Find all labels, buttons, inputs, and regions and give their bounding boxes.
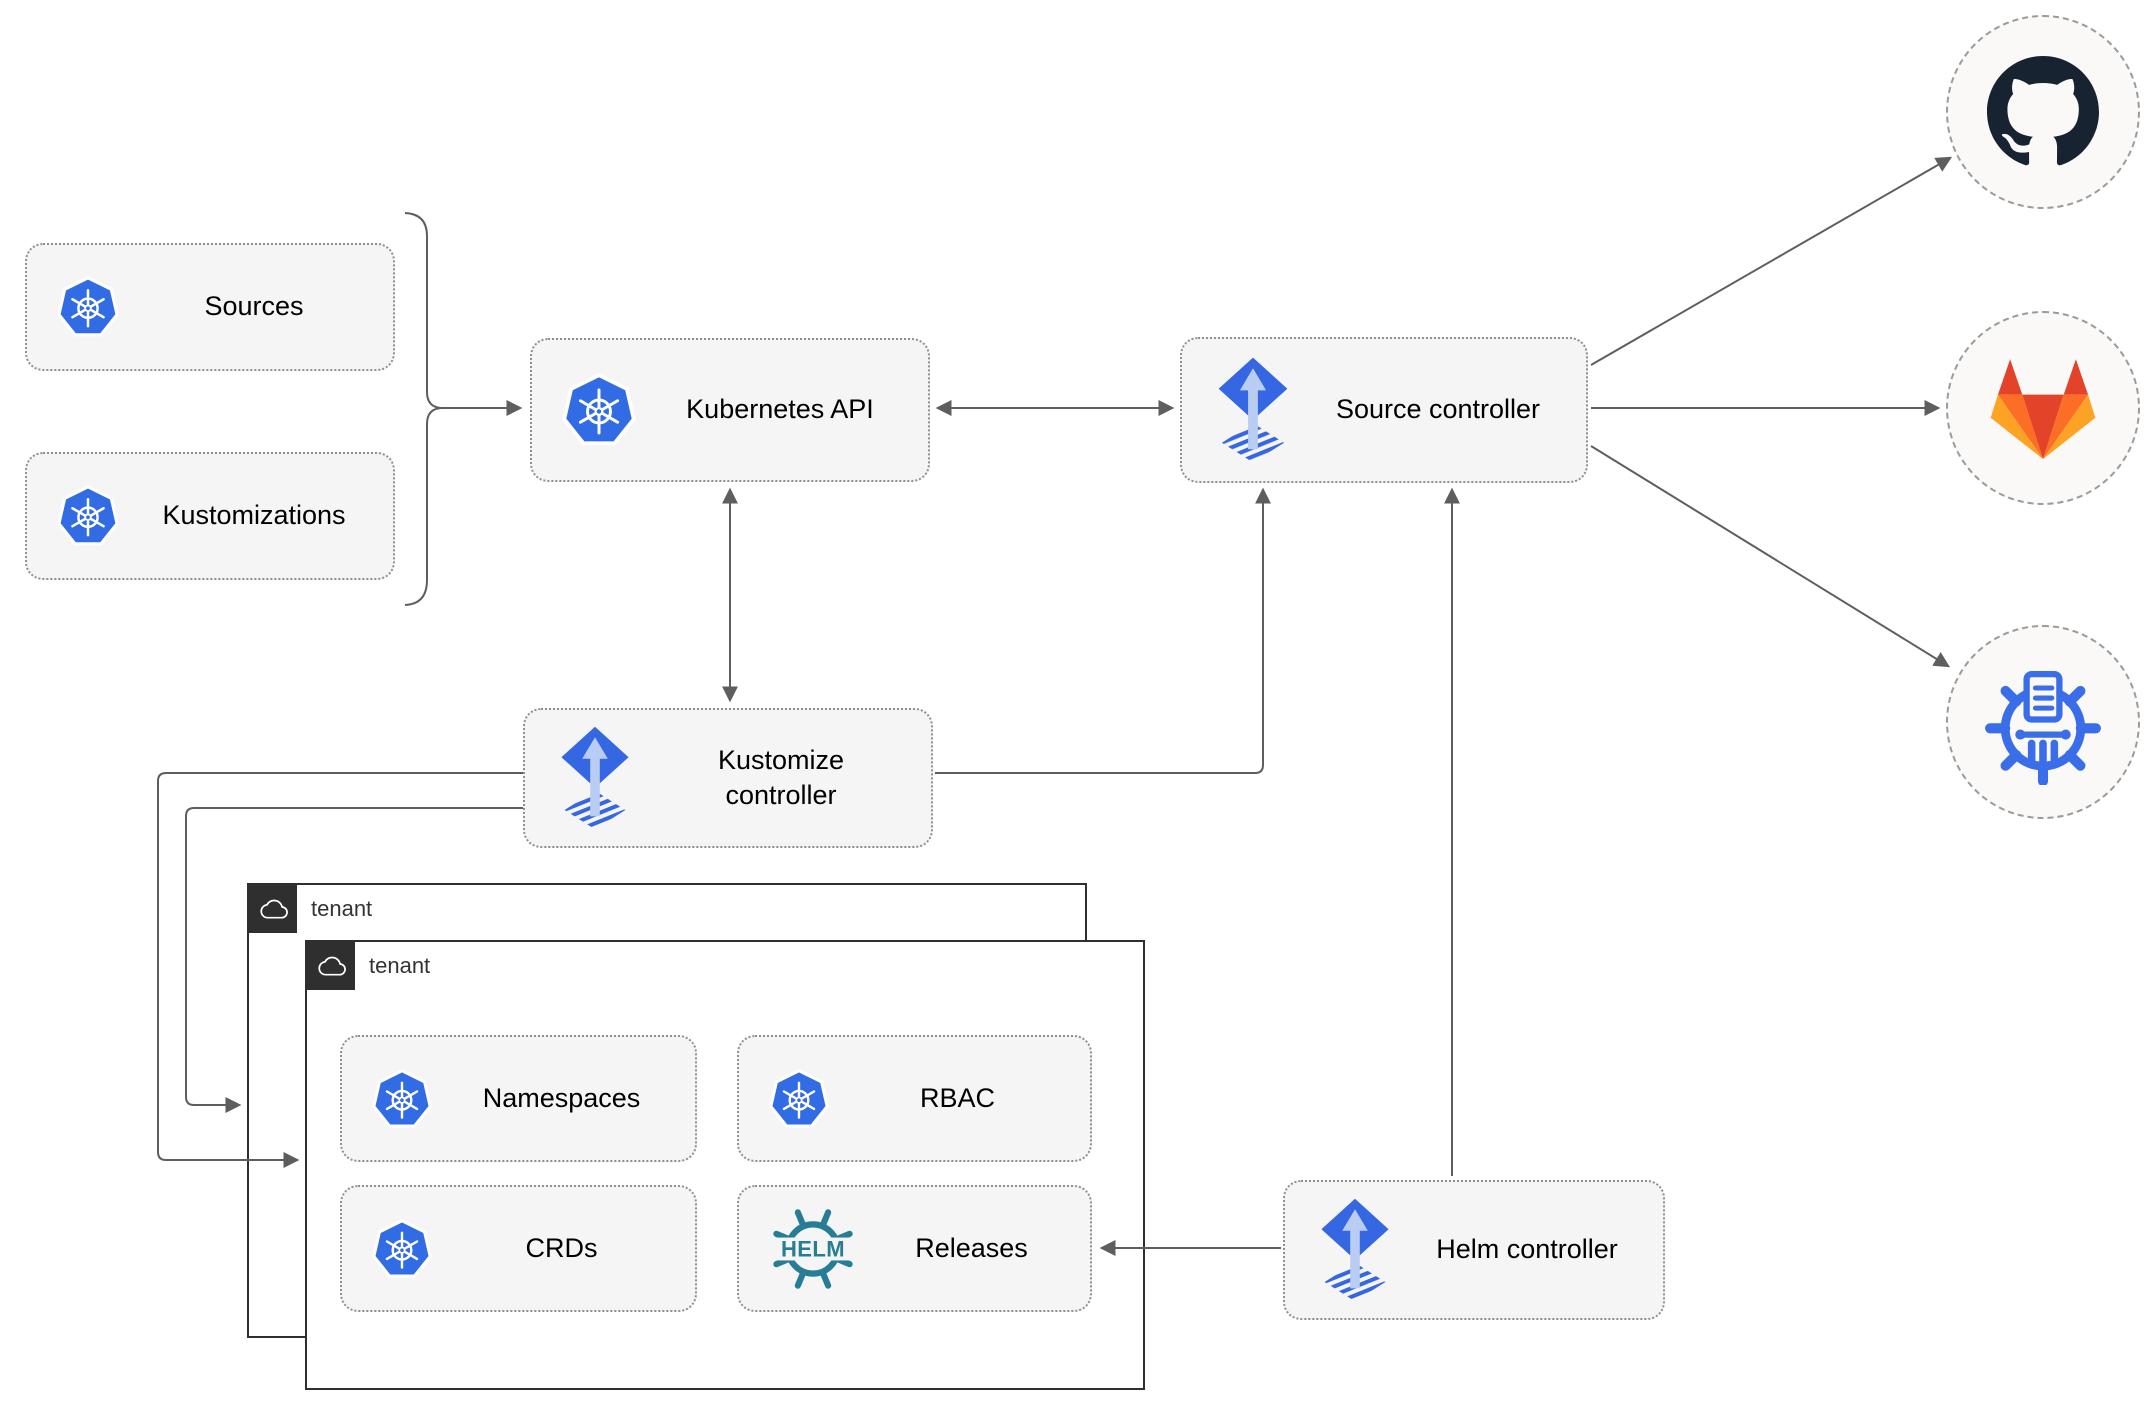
kubernetes-icon (372, 1069, 432, 1129)
kubernetes-icon (372, 1219, 432, 1279)
helm-logo-text: HELM (781, 1236, 845, 1261)
flux-icon (555, 725, 635, 831)
kubernetes-icon (769, 1069, 829, 1129)
tenant-label: tenant (369, 953, 431, 978)
node-rbac: RBAC (737, 1035, 1092, 1162)
node-kustomizations: Kustomizations (25, 452, 395, 580)
node-label: Helm controller (1436, 1234, 1618, 1265)
tenant-tab (247, 883, 297, 933)
kubernetes-icon (57, 276, 119, 338)
node-label: RBAC (919, 1082, 995, 1113)
arrow-source-controller-to-chart-repository (1590, 445, 1951, 668)
external-target-github (1946, 15, 2140, 209)
node-kubernetes-api: Kubernetes API (530, 338, 930, 482)
node-releases: HELM Releases (737, 1185, 1092, 1312)
node-label: Releases (915, 1232, 1028, 1263)
external-target-gitlab (1946, 311, 2140, 505)
chartmuseum-icon (1980, 659, 2106, 785)
node-crds: CRDs (340, 1185, 697, 1312)
cloud-icon (313, 951, 347, 979)
cloud-icon (255, 894, 289, 922)
flux-icon (1212, 356, 1294, 464)
node-helm-controller: Helm controller (1283, 1180, 1665, 1320)
node-label: Kustomize controller (717, 744, 845, 810)
node-label: Kubernetes API (686, 394, 874, 425)
kubernetes-icon (57, 485, 119, 547)
node-label: Source controller (1335, 394, 1541, 425)
node-sources: Sources (25, 243, 395, 371)
flux-icon (1315, 1197, 1395, 1303)
external-target-chart-repository (1946, 625, 2140, 819)
node-label: Namespaces (482, 1082, 641, 1113)
node-source-controller: Source controller (1180, 337, 1588, 483)
tenant-label: tenant (311, 896, 373, 921)
node-label: CRDs (525, 1232, 598, 1263)
node-label: Sources (204, 291, 304, 322)
github-icon (1987, 56, 2099, 168)
node-namespaces: Namespaces (340, 1035, 697, 1162)
helm-icon: HELM (769, 1205, 857, 1293)
tenant-tab (305, 940, 355, 990)
node-label: Kustomizations (162, 500, 346, 531)
bracket-sources-kustomizations (404, 212, 442, 606)
kubernetes-icon (562, 373, 636, 447)
tenant-group-front: tenant (305, 940, 1145, 1390)
node-kustomize-controller: Kustomize controller (523, 708, 933, 848)
arrow-kustomize-controller-to-source-controller (935, 487, 1271, 774)
gitlab-icon (1982, 352, 2104, 464)
arrow-source-controller-to-github (1590, 156, 1953, 366)
